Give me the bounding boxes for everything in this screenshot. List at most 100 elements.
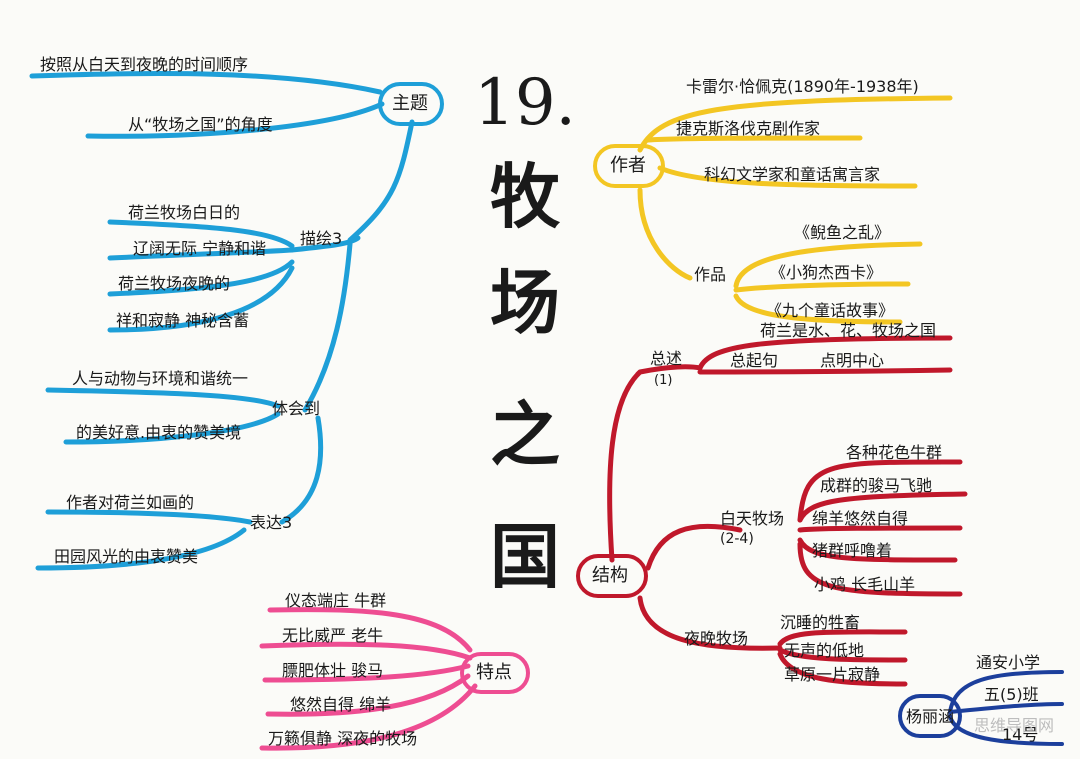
- describe-item-2: 辽阔无际 宁静和谐: [133, 239, 267, 258]
- feel-item-2: 的美好意.由衷的赞美境: [76, 423, 242, 442]
- night-label: 夜晚牧场: [684, 629, 749, 648]
- node-theme-box: [378, 82, 444, 126]
- branch-works-2: [733, 281, 911, 293]
- express-item-2: 田园风光的由衷赞美: [54, 547, 199, 566]
- branch-feature-1: [267, 607, 473, 653]
- feature-item-2: 无比威严 老牛: [282, 626, 384, 645]
- branch-day-1: [797, 459, 963, 523]
- branch-works-1: [733, 241, 923, 289]
- title-number: 19.: [474, 66, 576, 140]
- works-item-2: 《小狗杰西卡》: [770, 263, 883, 282]
- feel-item-1: 人与动物与环境和谐统一: [72, 369, 249, 388]
- author-item-3: 科幻文学家和童话寓言家: [704, 165, 881, 184]
- feature-item-1: 仪态端庄 牛群: [285, 591, 387, 610]
- node-feature-label: 特点: [476, 662, 512, 683]
- title-char-4: 国: [490, 515, 560, 598]
- overview-label: 总述: [650, 349, 683, 368]
- title-char-1: 牧: [490, 155, 560, 238]
- feature-item-5: 万籁俱静 深夜的牧场: [268, 729, 418, 748]
- branch-night-trunk: [637, 595, 783, 651]
- node-footer-label: 杨丽涵: [906, 707, 955, 726]
- branch-night-3: [777, 651, 908, 687]
- branch-theme-trunk: [347, 119, 415, 243]
- node-feature-box: [460, 652, 530, 694]
- author-item-1: 卡雷尔·恰佩克(1890年-1938年): [686, 77, 919, 96]
- describe-item-3: 荷兰牧场夜晚的: [118, 274, 231, 293]
- branch-author-2: [645, 135, 863, 143]
- branch-author-1: [637, 95, 953, 153]
- day-item-1: 各种花色牛群: [846, 443, 943, 462]
- works-item-1: 《鲵鱼之乱》: [794, 223, 891, 242]
- branch-overview-2: [697, 367, 953, 375]
- branch-express-1: [45, 509, 253, 525]
- branch-feature-5: [259, 683, 478, 751]
- branch-night-1: [777, 629, 908, 647]
- footer-item-2: 五(5)班: [984, 685, 1039, 704]
- branch-feel-trunk: [279, 415, 324, 525]
- branch-describe-trunk: [289, 235, 361, 253]
- watermark: 思维导图网: [974, 716, 1055, 735]
- branch-day-5: [797, 541, 963, 597]
- overview-branch: 总起句: [730, 351, 779, 370]
- night-item-1: 沉睡的牲畜: [780, 613, 861, 632]
- overview-item-2: 点明中心: [820, 351, 885, 370]
- footer-item-1: 通安小学: [976, 653, 1041, 672]
- node-author-box: [593, 144, 665, 188]
- branch-describe-3: [107, 259, 295, 297]
- branch-night-2: [777, 647, 908, 663]
- branch-express-2: [35, 527, 247, 571]
- title-char-2: 场: [490, 261, 560, 344]
- branch-describe-2: [107, 247, 295, 261]
- branch-works-3: [733, 293, 903, 325]
- node-express-label: 表达3: [250, 513, 293, 532]
- branch-theme-1: [29, 70, 383, 95]
- title-char-3: 之: [490, 393, 560, 476]
- day-item-3: 绵羊悠然自得: [812, 509, 909, 528]
- author-item-2: 捷克斯洛伐克剧作家: [676, 119, 821, 138]
- node-describe-label: 描绘3: [300, 229, 343, 248]
- branch-feel-1: [45, 387, 281, 409]
- branch-author-3: [657, 165, 918, 189]
- node-author-label: 作者: [610, 155, 646, 176]
- branch-feature-2: [259, 641, 473, 661]
- overview-sub: (1): [654, 373, 673, 388]
- describe-item-1: 荷兰牧场白日的: [128, 203, 241, 222]
- feature-item-4: 悠然自得 绵羊: [290, 695, 392, 714]
- night-item-3: 草原一片寂静: [784, 665, 881, 684]
- works-item-3: 《九个童话故事》: [766, 301, 895, 320]
- branch-describe-1: [107, 219, 295, 249]
- express-item-1: 作者对荷兰如画的: [66, 493, 195, 512]
- theme-item-1: 按照从白天到夜晚的时间顺序: [40, 55, 249, 74]
- branch-feature-3: [262, 663, 471, 683]
- day-sub: (2-4): [720, 531, 754, 547]
- branch-structure-up: [607, 364, 703, 563]
- overview-item-1: 荷兰是水、花、牧场之国: [760, 321, 937, 340]
- node-footer-box: [898, 694, 962, 738]
- node-works-label: 作品: [694, 265, 727, 284]
- branch-footer-2: [948, 702, 1064, 714]
- node-theme-label: 主题: [392, 93, 428, 114]
- theme-item-2: 从“牧场之国”的角度: [128, 115, 273, 134]
- node-structure-label: 结构: [592, 565, 628, 586]
- day-item-5: 小鸡 长毛山羊: [814, 575, 916, 594]
- branch-overview-1: [697, 335, 953, 371]
- branch-describe-down: [302, 241, 353, 413]
- branch-feature-4: [265, 673, 471, 717]
- footer-item-3: 14号: [1002, 725, 1039, 744]
- branch-day-trunk: [645, 523, 743, 571]
- node-structure-box: [576, 554, 648, 598]
- night-item-2: 无声的低地: [784, 641, 865, 660]
- branch-theme-2: [85, 101, 385, 139]
- describe-item-4: 祥和寂静 神秘含蓄: [116, 311, 250, 330]
- day-item-4: 猪群呼噜着: [812, 541, 893, 560]
- day-item-2: 成群的骏马飞驰: [820, 476, 933, 495]
- branch-describe-4: [107, 265, 295, 333]
- day-label: 白天牧场: [720, 509, 785, 528]
- branch-author-trunk: [637, 187, 693, 281]
- branch-feel-2: [63, 411, 281, 445]
- branch-day-3: [797, 525, 963, 533]
- branch-day-4: [797, 537, 958, 563]
- branch-footer-3: [948, 714, 1064, 746]
- branch-day-2: [797, 491, 968, 523]
